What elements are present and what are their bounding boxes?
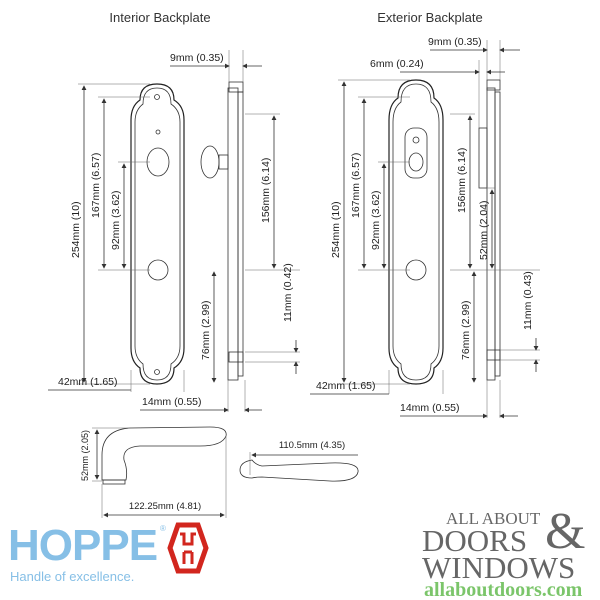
handle-top-length-label: 110.5mm (4.35) — [278, 440, 346, 451]
dim-label: 6mm (0.24) — [370, 58, 424, 70]
hoppe-tagline: Handle of excellence. — [10, 569, 135, 584]
dim-label: 11mm (0.42) — [282, 263, 294, 323]
interior-title: Interior Backplate — [109, 10, 211, 25]
exterior-dimension-lines — [310, 40, 540, 419]
dim-label: 156mm (6.14) — [456, 147, 468, 213]
hoppe-hexagon-icon — [167, 522, 209, 574]
dim-label: 92mm (3.62) — [370, 190, 382, 250]
aad-url: allaboutdoors.com — [424, 579, 583, 600]
dim-label: 254mm (10) — [70, 201, 82, 259]
dim-label: 167mm (6.57) — [90, 152, 102, 218]
exterior-plate-side — [478, 79, 501, 381]
dim-label: 52mm (2.04) — [478, 200, 490, 260]
dim-label: 42mm (1.65) — [58, 376, 118, 388]
exterior-title: Exterior Backplate — [377, 10, 483, 25]
dim-label: 9mm (0.35) — [170, 52, 224, 64]
aad-line1: ALL ABOUT — [446, 509, 541, 528]
dim-label: 167mm (6.57) — [350, 152, 362, 218]
dim-label: 254mm (10) — [330, 201, 342, 259]
dim-label: 9mm (0.35) — [428, 36, 482, 48]
dim-label: 92mm (3.62) — [110, 190, 122, 250]
interior-plate-front — [130, 83, 185, 385]
dim-label: 14mm (0.55) — [142, 396, 202, 408]
handle-height-label: 52mm (2.05) — [80, 429, 90, 481]
dim-label: 76mm (2.99) — [200, 300, 212, 360]
interior-dimension-lines — [48, 50, 300, 413]
interior-plate-side — [200, 81, 244, 381]
exterior-plate-front — [388, 79, 444, 385]
dim-label: 156mm (6.14) — [260, 157, 272, 223]
dim-label: 14mm (0.55) — [400, 402, 460, 414]
hoppe-wordmark: HOPPE — [8, 521, 158, 570]
lever-handle-side-view — [92, 426, 227, 518]
handle-length-label: 122.25mm (4.81) — [128, 501, 202, 512]
lever-handle-top-view — [239, 452, 359, 482]
aad-line2: DOORS — [422, 523, 528, 558]
aad-ampersand: & — [545, 503, 586, 560]
dim-label: 42mm (1.65) — [316, 380, 376, 392]
registered-mark: ® — [160, 524, 166, 533]
dim-label: 76mm (2.99) — [460, 300, 472, 360]
aad-line3: WINDOWS — [422, 550, 576, 585]
dim-label: 11mm (0.43) — [522, 271, 534, 331]
